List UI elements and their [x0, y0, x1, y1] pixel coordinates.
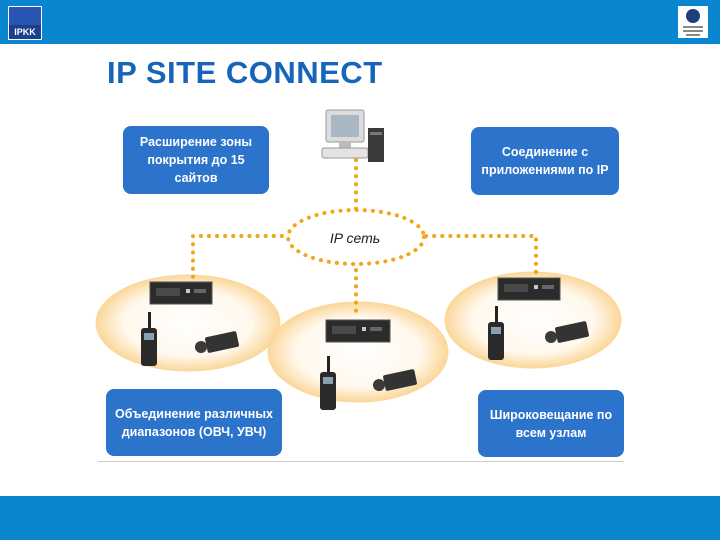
- page-title: IP SITE CONNECT: [107, 55, 383, 90]
- portable-radio-icon-right: [488, 306, 504, 360]
- mobile-radio-icon-left: [195, 331, 239, 353]
- repeater-icon-right: [497, 277, 561, 301]
- mobile-radio-icon-right: [545, 321, 589, 343]
- mobile-radio-icon-center: [373, 369, 417, 391]
- portable-radio-icon-left: [141, 312, 157, 366]
- feature-box-ip-apps: Соединение с приложениями по IP: [471, 127, 619, 195]
- divider-line: [98, 461, 624, 462]
- ip-network-label: IP сеть: [329, 230, 381, 246]
- portable-radio-icon-center: [320, 356, 336, 410]
- repeater-icon-center: [325, 319, 391, 343]
- site-area-center: [267, 301, 449, 403]
- link-right: [424, 234, 538, 280]
- footer-bar: [0, 496, 720, 540]
- feature-box-bands: Объединение различных диапазонов (ОВЧ, У…: [106, 389, 282, 456]
- logo-text: IPKK: [14, 27, 36, 37]
- header-bar: IPKK: [0, 0, 720, 44]
- link-left: [191, 234, 292, 282]
- repeater-icon-left: [149, 281, 213, 305]
- computer-icon: [321, 109, 384, 162]
- ipkk-logo: IPKK: [8, 6, 42, 40]
- feature-box-broadcast: Широковещание по всем узлам: [478, 390, 624, 457]
- ip-network-cloud: [286, 208, 426, 266]
- feature-box-coverage: Расширение зоны покрытия до 15 сайтов: [123, 126, 269, 194]
- motorola-logo: [678, 6, 708, 38]
